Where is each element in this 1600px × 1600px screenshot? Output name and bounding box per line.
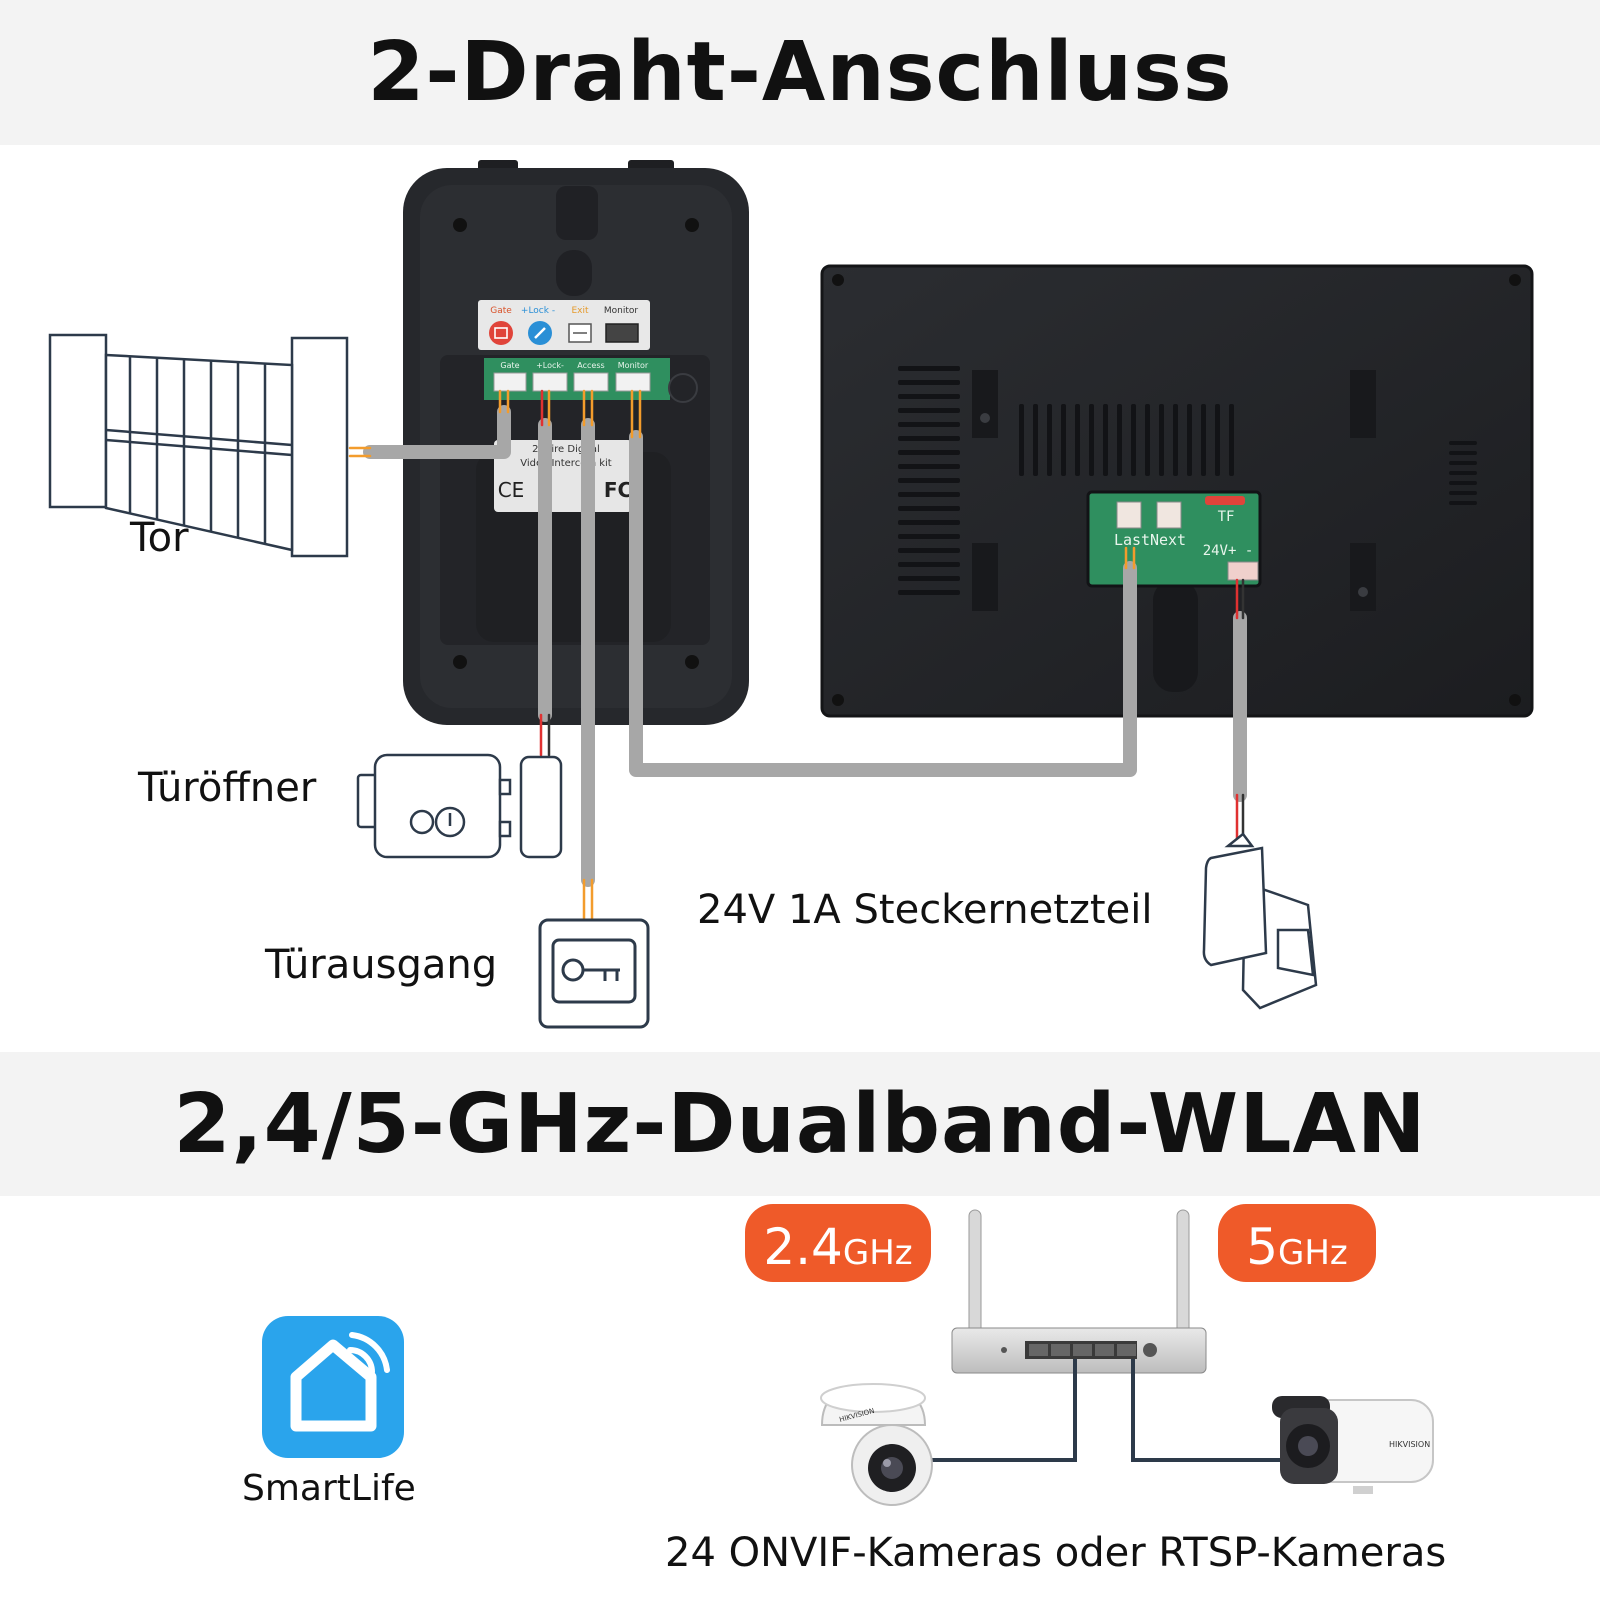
label-smartlife: SmartLife	[242, 1468, 416, 1509]
board-terminal-access: Access	[577, 361, 604, 370]
label-power-supply: 24V 1A Steckernetzteil	[697, 887, 1153, 933]
board-terminal-gate: Gate	[500, 361, 519, 370]
board-terminal-lock: +Lock-	[536, 361, 564, 370]
wires	[348, 389, 1247, 920]
fcc-mark: FC	[604, 478, 632, 502]
exit-key-icon	[538, 918, 650, 1029]
label-cameras: 24 ONVIF-Kameras oder RTSP-Kameras	[665, 1530, 1447, 1576]
sticker-terminal-exit: Exit	[571, 306, 589, 316]
sticker-terminal-gate: Gate	[490, 306, 512, 316]
section-header-wifi: 2,4/5-GHz-Dualband-WLAN	[0, 1052, 1600, 1196]
badge-5ghz-unit: GHz	[1278, 1233, 1348, 1273]
router-icon	[951, 1209, 1207, 1374]
ce-mark: CE	[498, 478, 525, 502]
section-title-wifi: 2,4/5-GHz-Dualband-WLAN	[173, 1076, 1427, 1172]
section-header-wiring: 2-Draht-Anschluss	[0, 0, 1600, 145]
label-door-exit: Türausgang	[265, 942, 498, 988]
badge-2-4ghz-value: 2.4	[763, 1218, 843, 1276]
camera-network-lines	[915, 1359, 1283, 1462]
indoor-monitor: Last Next TF 24V+ -	[820, 264, 1534, 718]
product-label-line-1: 2-Wire Digital	[532, 444, 600, 455]
badge-2-4ghz-unit: GHz	[842, 1233, 913, 1273]
outdoor-unit: Gate +Lock - Exit Monitor Gate +Lock- Ac…	[403, 160, 749, 725]
monitor-port-last: Last	[1114, 531, 1150, 549]
section-title-wiring: 2-Draht-Anschluss	[367, 25, 1233, 120]
monitor-port-next: Next	[1150, 531, 1186, 549]
sticker-terminal-monitor: Monitor	[604, 306, 639, 316]
board-terminal-monitor: Monitor	[618, 361, 649, 370]
power-adapter-icon	[1202, 832, 1318, 1010]
sticker-gate-icon	[489, 321, 513, 345]
sticker-terminal-lock: +Lock -	[521, 306, 555, 316]
smartlife-home-icon	[262, 1316, 404, 1458]
gate-icon	[48, 333, 349, 558]
badge-5ghz-value: 5	[1246, 1218, 1279, 1276]
label-door-opener: Türöffner	[138, 765, 317, 811]
dome-camera-icon: HIKVISION	[820, 1383, 933, 1506]
sticker-monitor-icon	[605, 323, 639, 343]
label-gate: Tor	[130, 515, 189, 561]
bullet-camera-icon: HIKVISION	[1272, 1396, 1434, 1494]
product-label-line-2: Video Intercom kit	[520, 458, 612, 469]
bullet-camera-brand: HIKVISION	[1389, 1440, 1430, 1449]
monitor-tf-slot: TF	[1218, 509, 1235, 525]
monitor-power-terminal: 24V+ -	[1203, 543, 1254, 559]
door-opener-icon	[356, 753, 563, 859]
